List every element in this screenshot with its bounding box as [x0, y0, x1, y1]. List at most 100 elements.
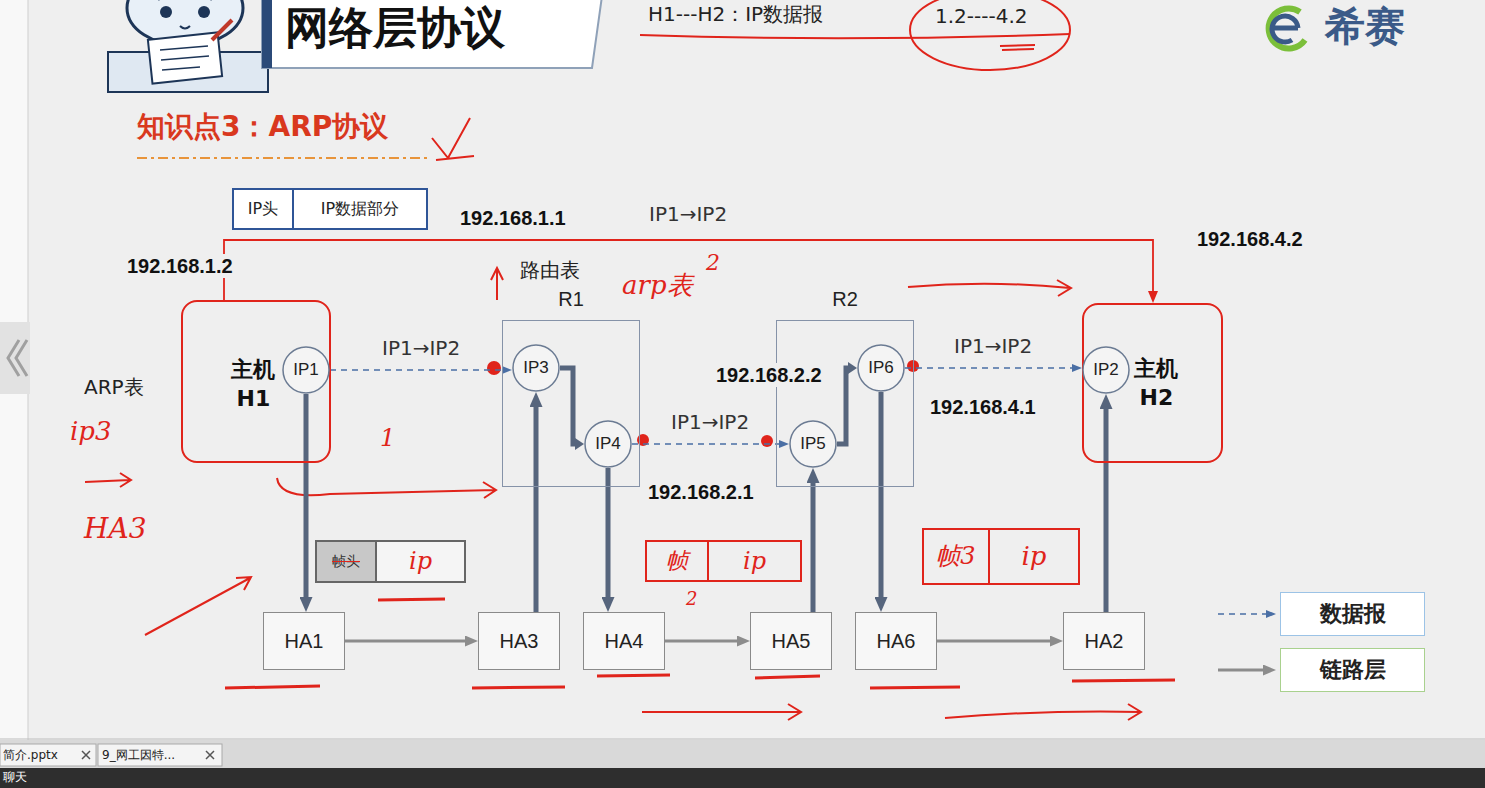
- text-label: arp表: [622, 270, 693, 301]
- connector: [330, 369, 503, 371]
- legend-label: 数据报: [1320, 601, 1386, 627]
- red-arrow: [145, 577, 251, 635]
- node-label: IP6: [868, 358, 894, 378]
- cell-label: 帧3: [936, 542, 975, 571]
- nav-chevron: [8, 340, 27, 376]
- red-dot: [487, 361, 501, 375]
- node-label: HA2: [1085, 629, 1124, 653]
- cell-label: IP数据部分: [321, 199, 399, 218]
- node-label: HA1: [285, 629, 324, 653]
- connector: [304, 394, 309, 598]
- text-label: H1---H2：IP数据报: [648, 2, 823, 26]
- mascot-mouth: [180, 26, 190, 29]
- handwritten-frame-box: 帧 ip: [645, 540, 802, 582]
- nav-button: [0, 322, 30, 394]
- box-cell: ip: [988, 530, 1078, 583]
- host-label: 主机 H2: [1130, 355, 1183, 412]
- mascot-notepad-lines: [160, 46, 209, 70]
- tab: [98, 744, 222, 766]
- title-banner: [262, 0, 602, 68]
- legend-box: 链路层: [1280, 648, 1425, 692]
- box-cell: IP数据部分: [292, 190, 426, 228]
- red-arrow: [945, 704, 1141, 720]
- cell-label: 帧头: [332, 553, 360, 570]
- node-label: HA3: [500, 629, 539, 653]
- node-label: HA4: [605, 629, 644, 653]
- circle-shape: [858, 345, 904, 391]
- legend-sample: [1218, 613, 1267, 615]
- interface-circle: IP5: [789, 420, 837, 468]
- cell-label: 帧: [666, 548, 688, 574]
- cell-label: ip: [1022, 541, 1047, 572]
- logo-ring: [1269, 8, 1305, 48]
- box-cell: ip: [707, 542, 800, 580]
- interface-circle: IP2: [1082, 346, 1130, 394]
- connector: [632, 443, 780, 445]
- node-label: HA5: [772, 629, 811, 653]
- text-label: 希赛: [1325, 2, 1405, 50]
- connector: [534, 406, 539, 612]
- logo-e: [1270, 16, 1298, 42]
- cell-label: ip: [743, 547, 766, 576]
- connector: [606, 468, 611, 598]
- edge-label: IP1→IP2: [647, 202, 729, 226]
- interface-circle: IP1: [282, 346, 330, 394]
- red-arrow: [277, 478, 496, 498]
- router-box: R1IP3IP4: [502, 320, 640, 487]
- handwritten-frame-box: 帧3 ip: [922, 528, 1080, 585]
- slide-title: 网络层协议: [285, 2, 505, 55]
- router-box: R2IP5IP6: [776, 320, 914, 487]
- red-arrow: [85, 473, 131, 487]
- tab: [0, 744, 96, 766]
- mascot-eye: [160, 6, 172, 18]
- text-label: 1.2----4.2: [935, 4, 1027, 28]
- host-box: 主机 H1IP1: [181, 300, 331, 463]
- box-cell: ip: [375, 542, 464, 581]
- ip-packet-box: IP头 IP数据部分: [232, 188, 428, 230]
- text-label: 2: [686, 588, 697, 610]
- red-arrow: [491, 268, 503, 300]
- router-label: R1: [503, 287, 639, 311]
- circle-shape: [790, 421, 836, 467]
- text-label: 192.168.4.1: [930, 395, 1036, 419]
- hardware-address-box: HA4: [583, 612, 665, 670]
- hardware-address-box: HA5: [750, 612, 832, 670]
- cell-label: IP头: [248, 199, 278, 218]
- text-label: 聊天: [3, 770, 27, 784]
- red-check-mark: [432, 118, 474, 160]
- connector: [905, 367, 1073, 369]
- circle-shape: [1083, 347, 1129, 393]
- connector: [811, 482, 816, 612]
- node-label: IP4: [595, 434, 621, 454]
- node-label: IP5: [800, 434, 826, 454]
- legend-label: 链路层: [1320, 657, 1386, 683]
- connector: [1104, 408, 1109, 612]
- connector: [879, 392, 884, 598]
- interface-circle: IP6: [857, 344, 905, 392]
- text-label: 9_网工因特...: [102, 748, 175, 762]
- node-label: HA6: [877, 629, 916, 653]
- host-box: 主机 H2IP2: [1082, 303, 1223, 463]
- text-label: 2: [706, 250, 720, 276]
- router-label: R2: [777, 287, 913, 311]
- hardware-address-box: HA2: [1063, 612, 1145, 670]
- text-label: 路由表: [520, 258, 580, 282]
- mascot-notepad: [148, 32, 222, 83]
- text-label: 192.168.4.2: [1197, 227, 1303, 251]
- red-underline: [1000, 45, 1035, 50]
- text-label: 192.168.1.1: [460, 206, 566, 230]
- hardware-address-box: HA6: [855, 612, 937, 670]
- text-label: 1: [380, 424, 395, 453]
- node-label: IP1: [293, 360, 319, 380]
- heading-underline: [137, 157, 430, 159]
- text-label: ARP表: [84, 375, 144, 399]
- interface-circle: IP3: [512, 344, 560, 392]
- edge-label: IP1→IP2: [669, 410, 751, 434]
- interface-circle: IP4: [584, 420, 632, 468]
- hardware-address-box: HA1: [263, 612, 345, 670]
- text-label: 知识点3：ARP协议: [137, 110, 388, 144]
- red-underline: [225, 599, 1175, 688]
- text-label: 192.168.1.2: [125, 254, 235, 278]
- red-underline: [640, 34, 1070, 38]
